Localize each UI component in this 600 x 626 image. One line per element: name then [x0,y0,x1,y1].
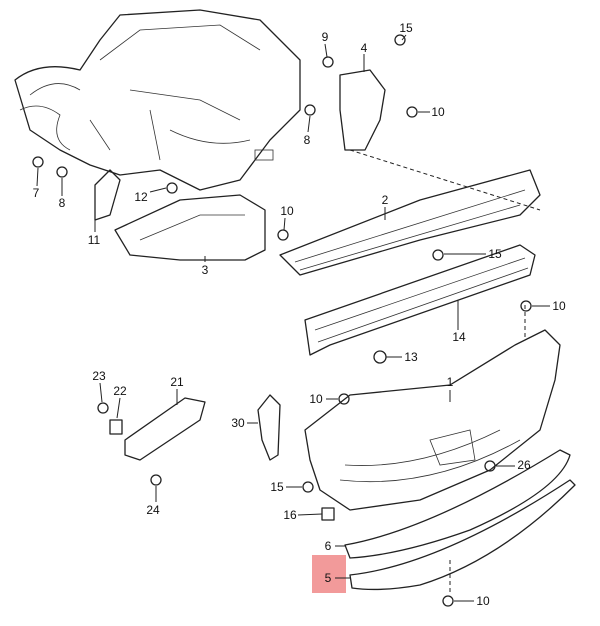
callout-labels: 15 9 4 10 7 8 8 12 11 10 3 2 15 10 14 13… [33,21,566,608]
callout-3: 3 [202,263,209,277]
bracket-part-11 [94,169,121,221]
callout-10: 10 [280,204,294,218]
callout-15: 15 [488,247,502,261]
callout-22: 22 [113,384,127,398]
callout-21: 21 [170,375,184,389]
callout-10: 10 [552,299,566,313]
callout-15: 15 [270,480,284,494]
callout-5: 5 [325,571,332,585]
callout-9: 9 [322,30,329,44]
callout-13: 13 [404,350,418,364]
callout-4: 4 [361,41,368,55]
bumper-cover-part-1 [304,329,561,511]
callout-15: 15 [399,21,413,35]
callout-24: 24 [146,503,160,517]
highlight-box-part-5 [312,555,346,593]
energy-absorber-part-2 [279,169,541,276]
bracket-part-3 [114,194,266,261]
callout-8: 8 [59,196,66,210]
callout-10: 10 [309,392,323,406]
callout-10: 10 [431,105,445,119]
callout-12: 12 [134,190,148,204]
leader-lines [36,34,550,602]
bumper-carrier-part-14 [304,244,536,356]
callout-23: 23 [92,369,106,383]
callout-26: 26 [517,458,531,472]
bracket-part-30 [257,394,281,461]
spoiler-part-5 [349,479,576,591]
fasteners [32,34,532,607]
callout-6: 6 [325,539,332,553]
vehicle-body-shell [14,9,301,191]
callout-1: 1 [447,375,454,389]
callout-30: 30 [231,416,245,430]
trim-strip-part-6 [344,449,571,559]
tow-hook-cover-part-21 [124,397,206,461]
bracket-part-4 [339,69,386,151]
callout-8: 8 [304,133,311,147]
callout-14: 14 [452,330,466,344]
callout-16: 16 [283,508,297,522]
callout-2: 2 [382,193,389,207]
callout-11: 11 [88,233,101,247]
callout-10: 10 [476,594,490,608]
callout-7: 7 [33,186,40,200]
